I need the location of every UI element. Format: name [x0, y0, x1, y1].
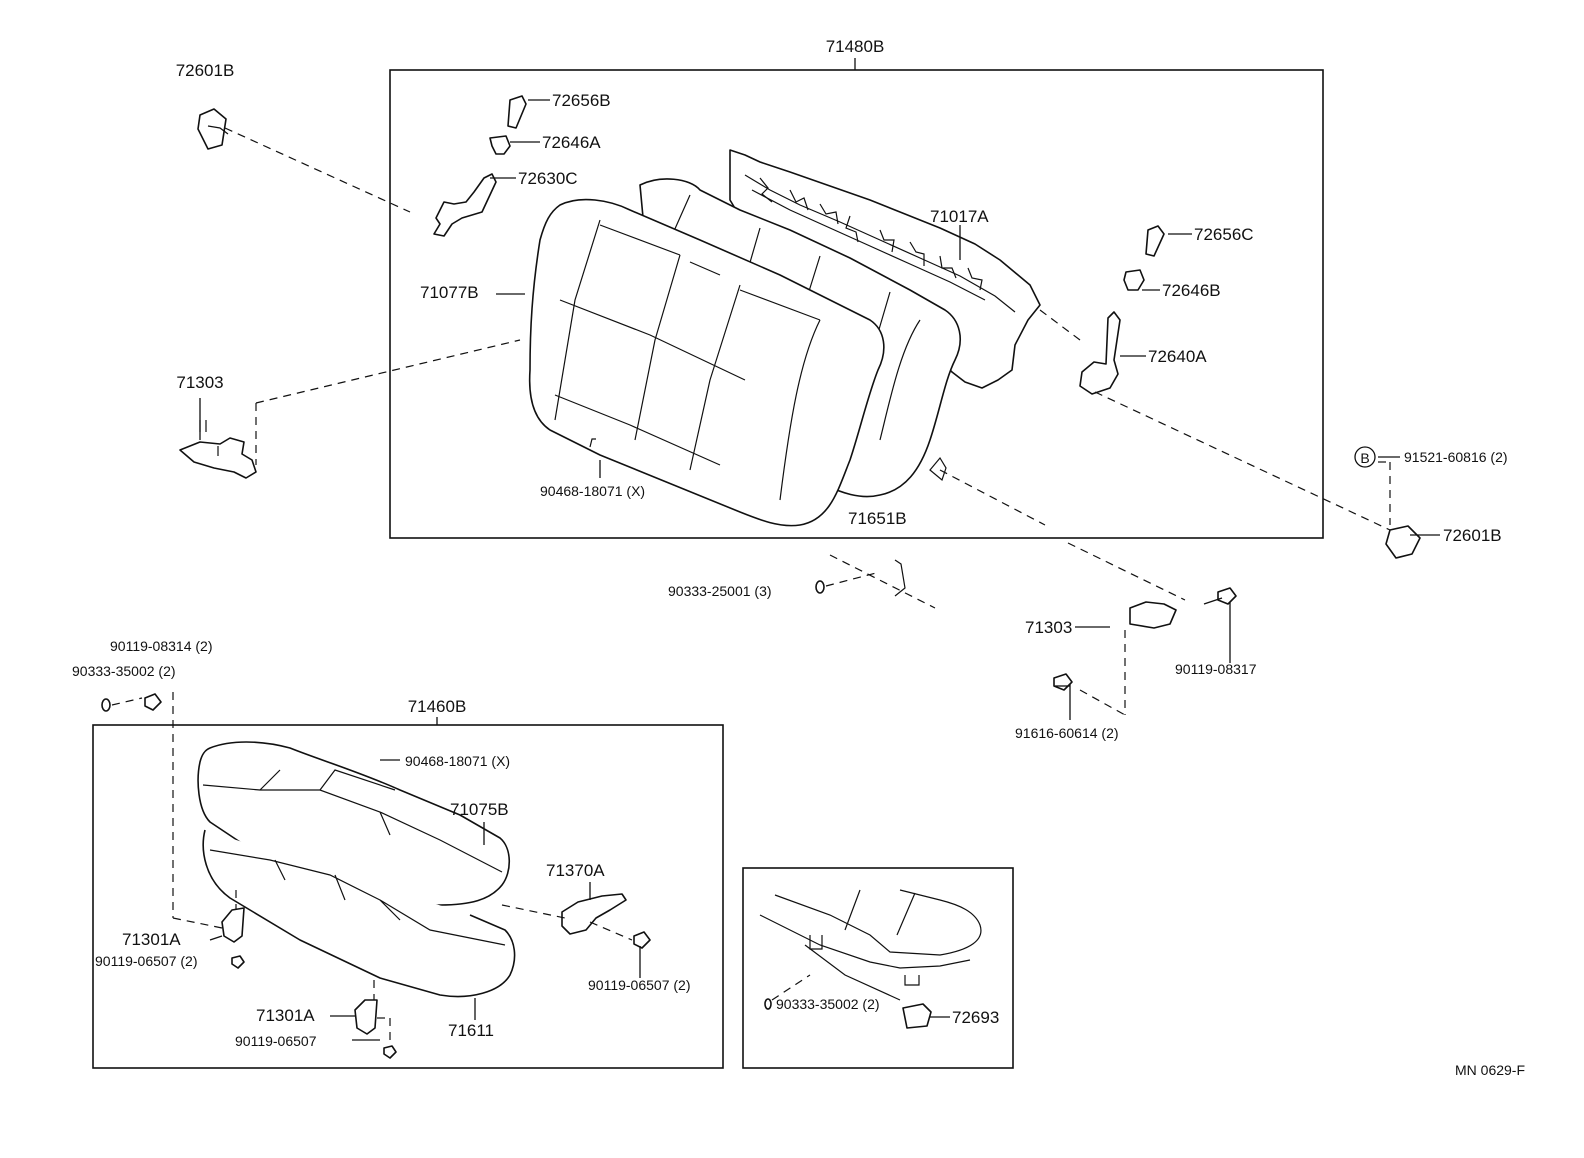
- label-71077B: 71077B: [420, 283, 479, 302]
- leader-lines: [199, 99, 1440, 1041]
- bolt-90119-06507-c: [383, 1045, 397, 1059]
- label-71370A: 71370A: [546, 861, 605, 880]
- label-71303-left: 71303: [176, 373, 223, 392]
- clip-90333-35002-topleft: [101, 693, 162, 712]
- bushing-72646B: [1123, 269, 1145, 291]
- label-90119-08314: 90119-08314 (2): [110, 638, 212, 654]
- label-72630C: 72630C: [518, 169, 578, 188]
- label-72646B: 72646B: [1162, 281, 1221, 300]
- pin-72656C: [1145, 225, 1165, 257]
- label-71651B: 71651B: [848, 509, 907, 528]
- label-90468-18071-top: 90468-18071 (X): [540, 483, 645, 499]
- label-72693: 72693: [952, 1008, 999, 1027]
- hook-71301A-upper: [221, 907, 245, 943]
- label-91616-60614: 91616-60614 (2): [1015, 725, 1119, 741]
- seatback-frame-71017A: [729, 149, 1041, 482]
- bushing-72646A: [489, 135, 511, 155]
- label-72640A: 72640A: [1148, 347, 1207, 366]
- lock-71370A: [561, 893, 627, 935]
- hook-71301A-lower: [354, 999, 378, 1035]
- label-71460B: 71460B: [408, 697, 467, 716]
- label-72656B: 72656B: [552, 91, 611, 110]
- circle-B-marker: B: [1354, 446, 1376, 468]
- label-72646A: 72646A: [542, 133, 601, 152]
- seatback-cushion-71077B: [528, 198, 885, 527]
- label-71017A: 71017A: [930, 207, 989, 226]
- label-90333-25001: 90333-25001 (3): [668, 583, 772, 599]
- label-71611: 71611: [448, 1021, 494, 1040]
- label-71301A-lower: 71301A: [256, 1006, 315, 1025]
- label-71480B: 71480B: [826, 37, 885, 56]
- clip-90333-35002-inset: [764, 998, 772, 1010]
- label-90333-35002-topleft: 90333-35002 (2): [72, 663, 176, 679]
- hook-72693: [902, 1003, 932, 1029]
- label-90468-18071-bottom: 90468-18071 (X): [405, 753, 510, 769]
- bolt-91616-60614: [1053, 673, 1073, 691]
- label-72601B-topleft: 72601B: [176, 61, 235, 80]
- seatback-assembly-box: [389, 69, 1324, 539]
- label-72601B-right: 72601B: [1443, 526, 1502, 545]
- bracket-72601B-left: [197, 108, 229, 150]
- pin-72656B: [507, 95, 527, 129]
- label-90119-06507-c: 90119-06507: [235, 1033, 317, 1049]
- hinge-72640A: [1079, 311, 1121, 395]
- label-71303-right: 71303: [1025, 618, 1072, 637]
- part-labels: 71480B 72601B 72656B 72646A 72630C 71017…: [72, 37, 1525, 1078]
- diagram-code: MN 0629-F: [1455, 1062, 1525, 1078]
- svg-text:B: B: [1360, 450, 1369, 466]
- label-91521-60816: 91521-60816 (2): [1404, 449, 1508, 465]
- bracket-72601B-right: [1385, 525, 1421, 559]
- label-90119-06507-a: 90119-06507 (2): [95, 953, 197, 969]
- seat-cushion-pad-71611: [202, 829, 516, 998]
- bolt-90119-06507-a: [231, 955, 245, 969]
- inset-detail-box: [742, 867, 1014, 1069]
- seat-cushion-assembly-box: [92, 724, 724, 1069]
- label-71301A-upper: 71301A: [122, 930, 181, 949]
- clip-90333-25001: [815, 559, 906, 597]
- label-90119-08317: 90119-08317: [1175, 661, 1257, 677]
- connector-lines: [111, 127, 1391, 1044]
- hinge-71303-left: [179, 420, 257, 479]
- label-90119-06507-b: 90119-06507 (2): [588, 977, 690, 993]
- inset-cushion: [759, 889, 982, 1001]
- hinge-72630C: [433, 173, 497, 237]
- hinge-71303-right: [1129, 601, 1177, 629]
- bolt-90119-08317: [1203, 587, 1237, 605]
- bolt-90119-06507-b: [633, 931, 651, 949]
- label-72656C: 72656C: [1194, 225, 1254, 244]
- label-90333-35002-inset: 90333-35002 (2): [776, 996, 880, 1012]
- label-71075B: 71075B: [450, 800, 509, 819]
